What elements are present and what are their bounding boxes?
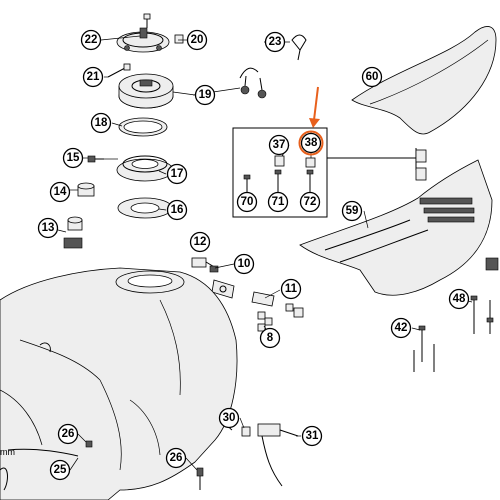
svg-text:22: 22 xyxy=(85,34,98,46)
key-set-19 xyxy=(239,67,267,99)
callout-31[interactable]: 31 xyxy=(301,425,323,447)
callout-18[interactable]: 18 xyxy=(90,112,112,134)
svg-text:42: 42 xyxy=(395,322,408,334)
svg-text:16: 16 xyxy=(171,204,184,216)
rubber-13 xyxy=(63,216,83,249)
bracket-11 xyxy=(251,291,304,318)
svg-text:15: 15 xyxy=(67,152,80,164)
callout-25[interactable]: 25 xyxy=(49,459,71,481)
key-23 xyxy=(291,34,307,61)
fuel-line-25 xyxy=(0,448,79,491)
callout-37[interactable]: 37 xyxy=(268,134,290,156)
svg-text:38: 38 xyxy=(305,137,318,149)
svg-text:18: 18 xyxy=(95,117,108,129)
spacer-38 xyxy=(305,157,316,168)
fuel-tank xyxy=(0,267,238,500)
svg-text:71: 71 xyxy=(272,196,285,208)
detail-box xyxy=(232,127,417,218)
callout-26-left[interactable]: 26 xyxy=(57,423,79,445)
svg-text:20: 20 xyxy=(191,34,204,46)
svg-text:59: 59 xyxy=(346,205,359,217)
screw-70 xyxy=(243,174,251,192)
svg-text:25: 25 xyxy=(54,464,67,476)
highlight-arrow xyxy=(309,86,320,128)
bracket-10 xyxy=(211,279,235,299)
callout-59[interactable]: 59 xyxy=(341,200,363,222)
callout-20[interactable]: 20 xyxy=(186,29,208,51)
svg-text:19: 19 xyxy=(199,89,212,101)
spacer-37 xyxy=(274,155,285,167)
svg-text:10: 10 xyxy=(238,258,251,270)
svg-text:26: 26 xyxy=(62,428,75,440)
svg-text:17: 17 xyxy=(171,168,184,180)
callout-12[interactable]: 12 xyxy=(189,231,211,253)
callout-15[interactable]: 15 xyxy=(62,147,84,169)
screws-42 xyxy=(413,325,435,372)
callout-72[interactable]: 72 xyxy=(299,191,321,213)
screw-72 xyxy=(306,169,314,192)
svg-text:30: 30 xyxy=(223,412,236,424)
callout-14[interactable]: 14 xyxy=(49,181,71,203)
callout-11[interactable]: 11 xyxy=(280,278,302,300)
screws-48 xyxy=(470,295,494,334)
svg-text:23: 23 xyxy=(269,36,282,48)
callout-16[interactable]: 16 xyxy=(166,199,188,221)
callout-38-highlight-ring xyxy=(298,130,324,156)
callout-26-bottom[interactable]: 26 xyxy=(165,447,187,469)
screw-21 xyxy=(107,63,131,78)
dimension-text: mm xyxy=(0,447,15,457)
svg-text:31: 31 xyxy=(306,430,319,442)
callout-10[interactable]: 10 xyxy=(233,253,255,275)
svg-text:8: 8 xyxy=(267,332,274,344)
flange-17 xyxy=(116,155,174,182)
callout-19[interactable]: 19 xyxy=(194,84,216,106)
callout-48[interactable]: 48 xyxy=(448,288,470,310)
svg-text:48: 48 xyxy=(453,293,466,305)
filler-cap-19 xyxy=(118,73,174,109)
bushing-14 xyxy=(77,182,95,197)
svg-text:26: 26 xyxy=(170,452,183,464)
callout-30[interactable]: 30 xyxy=(218,407,240,429)
svg-text:72: 72 xyxy=(304,196,317,208)
gasket-16 xyxy=(117,197,173,219)
svg-text:70: 70 xyxy=(241,196,254,208)
callout-70[interactable]: 70 xyxy=(236,191,258,213)
svg-text:37: 37 xyxy=(273,139,286,151)
callout-8[interactable]: 8 xyxy=(259,327,281,349)
callout-71[interactable]: 71 xyxy=(267,191,289,213)
screw-71 xyxy=(274,169,282,192)
small-screw-22 xyxy=(143,13,151,28)
svg-text:11: 11 xyxy=(285,283,298,295)
clip-26-left xyxy=(85,440,93,448)
fitting-12 xyxy=(191,257,219,273)
svg-text:21: 21 xyxy=(87,71,100,83)
callout-13[interactable]: 13 xyxy=(37,217,59,239)
callout-22[interactable]: 22 xyxy=(80,29,102,51)
cap-mount-ring xyxy=(116,27,170,53)
callout-21[interactable]: 21 xyxy=(82,66,104,88)
callout-42[interactable]: 42 xyxy=(390,317,412,339)
grommet-20 xyxy=(174,34,184,44)
bolt-15 xyxy=(87,155,118,163)
callout-17[interactable]: 17 xyxy=(166,163,188,185)
callout-60[interactable]: 60 xyxy=(361,66,383,88)
svg-text:12: 12 xyxy=(194,236,207,248)
svg-text:60: 60 xyxy=(366,71,379,83)
svg-text:14: 14 xyxy=(54,186,67,198)
seal-ring-18 xyxy=(118,117,168,137)
callout-38[interactable]: 38 xyxy=(300,132,322,154)
seat-60 xyxy=(351,26,497,135)
rear-subframe-59 xyxy=(299,149,499,296)
svg-text:13: 13 xyxy=(42,222,55,234)
callout-23[interactable]: 23 xyxy=(264,31,286,53)
clip-26-bottom xyxy=(196,467,204,490)
